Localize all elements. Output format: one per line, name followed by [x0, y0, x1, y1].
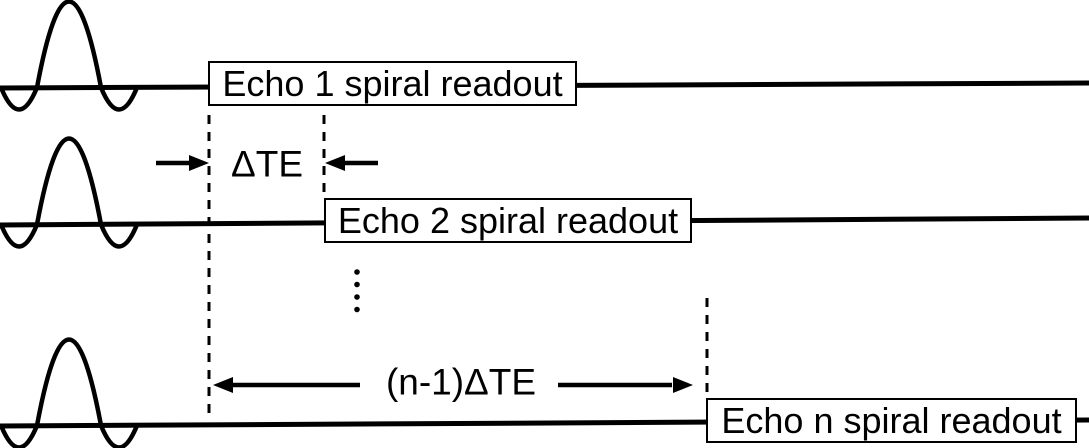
rf-pulse-icon-2	[0, 136, 140, 249]
echo-1-readout-label: Echo 1 spiral readout	[222, 62, 563, 104]
echo-2-readout-label: Echo 2 spiral readout	[337, 199, 679, 241]
arrow-left-icon	[325, 155, 345, 171]
echo-n-readout-label: Echo n spiral readout	[721, 399, 1062, 441]
vertical-ellipsis-icon	[354, 269, 360, 313]
rf-pulse-icon-n	[0, 337, 140, 448]
arrow-right-icon	[673, 377, 693, 393]
echo-1-readout-box: Echo 1 spiral readout	[208, 61, 577, 106]
rf-pulse-icon-1	[0, 0, 140, 112]
ellipsis-dot	[354, 306, 360, 313]
echo-n-readout-box: Echo n spiral readout	[706, 398, 1077, 443]
n1-delta-te-label: (n-1)ΔTE	[385, 361, 537, 403]
ellipsis-dot	[354, 269, 360, 275]
n1-delta-te-arrows	[213, 377, 693, 393]
arrow-left-icon	[213, 377, 233, 393]
echo-2-readout-box: Echo 2 spiral readout	[324, 198, 692, 243]
delta-te-arrows	[156, 155, 378, 171]
ellipsis-dot	[354, 294, 360, 300]
delta-te-label: ΔTE	[231, 143, 303, 185]
arrow-right-icon	[189, 155, 209, 171]
ellipsis-dot	[354, 281, 360, 288]
